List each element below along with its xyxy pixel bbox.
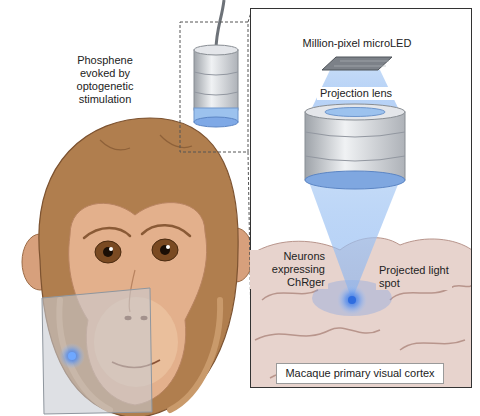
caption-note: Phosphene evoked by optogenetic stimulat… <box>65 54 145 106</box>
part-label: Million-pixel microLED <box>303 37 412 50</box>
zoom-indicator <box>180 22 248 152</box>
part-label: Projected light spot <box>376 264 452 290</box>
display-screen <box>68 352 76 360</box>
light-spot <box>337 285 367 315</box>
cortex <box>262 290 318 300</box>
display-screen <box>42 288 152 414</box>
microled-chip <box>322 57 392 70</box>
projection-lens <box>305 104 405 120</box>
projection-lens <box>325 108 385 117</box>
implant-device <box>194 0 238 127</box>
implant-device <box>194 72 238 95</box>
part-label: Projection lens <box>317 87 395 100</box>
projection-lens <box>305 112 405 180</box>
projection-lens <box>305 104 405 189</box>
microled-chip <box>334 61 389 66</box>
inset-panel <box>251 9 472 388</box>
monkey-face <box>166 245 170 249</box>
implant-device <box>194 50 238 110</box>
projection-lens <box>305 132 405 161</box>
monkey-face <box>103 247 113 257</box>
implant-device <box>194 117 238 127</box>
microled-chip <box>322 57 392 70</box>
region-label-box: Macaque primary visual cortex <box>276 363 443 384</box>
monkey-head <box>100 135 192 150</box>
zoom-indicator <box>180 9 252 387</box>
light-spot <box>337 285 367 315</box>
monkey-face <box>160 245 170 255</box>
implant-device <box>216 0 224 50</box>
implant-device <box>194 45 238 55</box>
light-spot <box>348 296 356 304</box>
monkey-face <box>95 241 121 263</box>
display-screen <box>42 288 152 414</box>
monkey-face <box>152 239 178 261</box>
projection-lens <box>305 171 405 189</box>
cortex <box>400 340 465 350</box>
monkey-face <box>84 225 190 238</box>
display-screen <box>59 343 85 369</box>
monkey-face <box>109 247 113 251</box>
region-label: Macaque primary visual cortex <box>285 367 434 380</box>
inset-panel <box>251 9 472 388</box>
monkey-head <box>39 118 238 416</box>
monkey-head <box>39 118 238 416</box>
part-label: Neurons expressing ChRger <box>250 250 328 289</box>
cortex <box>255 328 380 340</box>
